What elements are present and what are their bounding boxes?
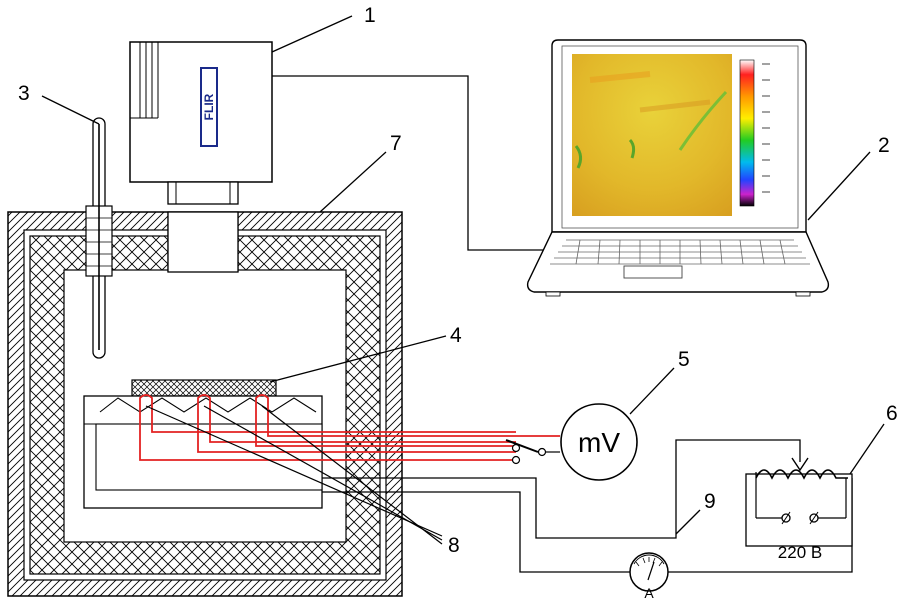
leader-1 — [271, 15, 353, 53]
laptop — [526, 39, 830, 297]
thermocouple-switch — [505, 439, 560, 465]
label-1: 1 — [364, 4, 376, 27]
label-leader-lines — [41, 15, 885, 535]
sample-assembly — [83, 379, 323, 509]
camera-brand: FLIR — [202, 93, 216, 120]
laptop-keyboard — [550, 239, 810, 265]
leader-4 — [269, 335, 447, 383]
transformer-coil — [755, 469, 848, 480]
laptop-touchpad — [623, 265, 683, 279]
thermal-camera: FLIR — [129, 41, 273, 273]
label-3: 3 — [18, 82, 30, 105]
thermal-color-scale — [739, 59, 755, 207]
ammeter: A — [629, 552, 669, 601]
thermometer — [85, 117, 113, 359]
ammeter-label: A — [644, 585, 654, 601]
leader-3 — [41, 95, 100, 125]
leader-6 — [849, 423, 885, 475]
camera-logo-badge — [200, 67, 218, 147]
leader-5 — [629, 367, 675, 415]
camera-grille — [130, 42, 159, 119]
label-8: 8 — [448, 534, 460, 557]
label-4: 4 — [450, 324, 462, 347]
sample-holder-teeth — [99, 397, 317, 413]
supply-voltage: 220 B — [778, 543, 822, 562]
sample-plate — [131, 379, 277, 397]
leader-7 — [319, 151, 387, 213]
leader-2 — [807, 151, 871, 221]
label-6: 6 — [886, 402, 898, 425]
millivoltmeter-label: mV — [578, 427, 620, 458]
label-5: 5 — [678, 348, 690, 371]
autotransformer: 220 B — [745, 457, 853, 562]
camera-lens — [167, 211, 239, 273]
label-2: 2 — [878, 134, 890, 157]
leader-9 — [675, 509, 701, 535]
camera-mount — [167, 181, 239, 205]
laptop-base — [526, 231, 830, 293]
thermal-image-features — [574, 71, 728, 169]
thermocouple-leader-lines — [145, 405, 443, 545]
camera-laptop-cable — [272, 75, 548, 251]
millivoltmeter: mV — [560, 403, 638, 481]
thermal-scale-ticks — [762, 63, 770, 193]
thermocouple-wires — [139, 394, 560, 461]
label-7: 7 — [390, 132, 402, 155]
label-9: 9 — [704, 490, 716, 513]
